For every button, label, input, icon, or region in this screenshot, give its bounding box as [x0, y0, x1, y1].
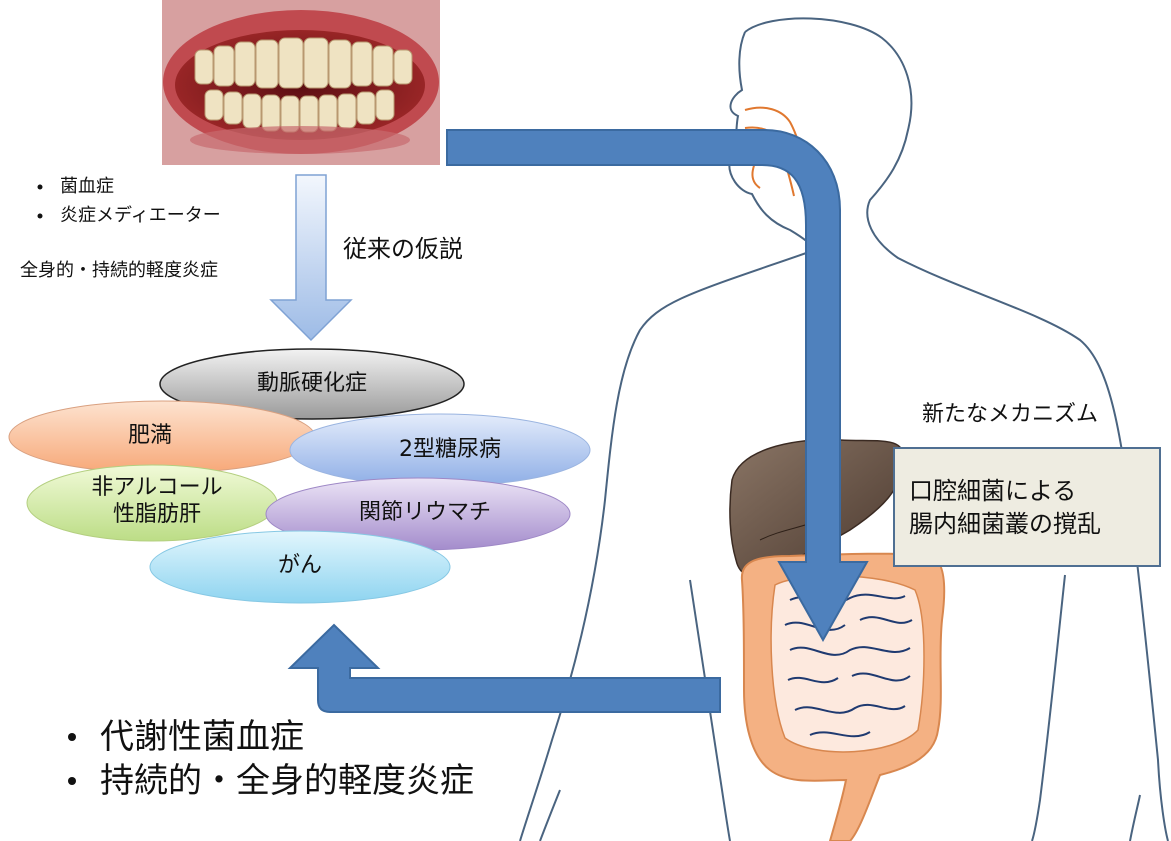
bullet-chronic-inflammation: 持続的・全身的軽度炎症 — [100, 758, 474, 804]
label-atherosclerosis: 動脈硬化症 — [162, 371, 462, 397]
bullet-dot — [68, 777, 76, 785]
label-cancer: がん — [160, 553, 440, 579]
bullet-metabolic-bacteremia: 代謝性菌血症 — [100, 714, 304, 760]
bullet-inflammatory-mediator: 炎症メディエーター — [60, 202, 221, 230]
label-nafld-1: 非アルコール — [62, 475, 252, 501]
bullet-dot — [38, 185, 43, 190]
new-mechanism-arrow — [447, 130, 867, 640]
conventional-hypothesis-label: 従来の仮説 — [343, 229, 463, 264]
conventional-down-arrow — [271, 175, 351, 340]
label-rheumatism: 関節リウマチ — [300, 500, 550, 526]
teeth-photo — [162, 0, 440, 165]
bullet-bacteremia: 菌血症 — [60, 173, 114, 201]
systemic-inflammation-label: 全身的・持続的軽度炎症 — [20, 256, 218, 282]
label-obesity: 肥満 — [20, 423, 280, 449]
return-arrow — [290, 625, 720, 712]
mechanism-box: 口腔細菌による 腸内細菌叢の撹乱 — [893, 447, 1161, 567]
mechanism-line-2: 腸内細菌叢の撹乱 — [909, 508, 1159, 541]
bullet-dot — [68, 733, 76, 741]
new-mechanism-label: 新たなメカニズム — [922, 396, 1098, 428]
label-nafld-2: 性脂肪肝 — [62, 502, 252, 528]
bullet-dot — [38, 214, 43, 219]
label-diabetes: 2型糖尿病 — [330, 437, 570, 463]
mechanism-line-1: 口腔細菌による — [909, 475, 1159, 508]
